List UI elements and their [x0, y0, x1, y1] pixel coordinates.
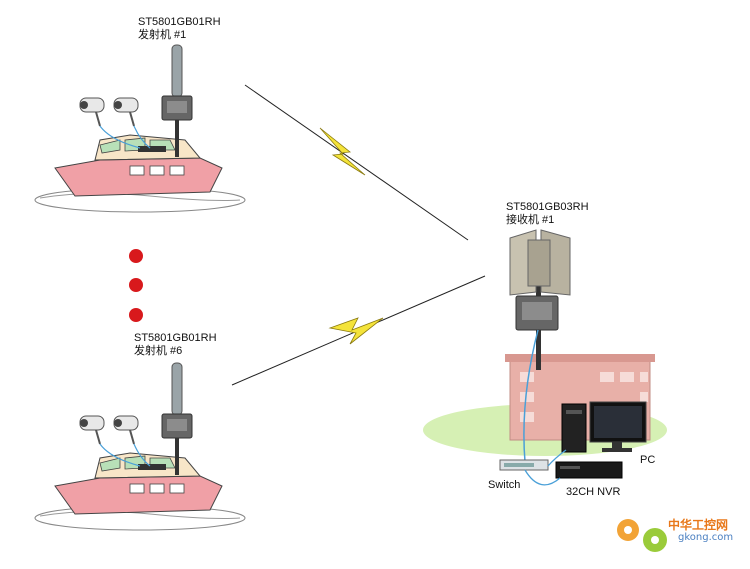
wireless-link-6 [231, 275, 486, 386]
nvr-label: 32CH NVR [566, 486, 621, 498]
transmitter-1-model: ST5801GB01RH [138, 16, 221, 28]
pc-label: PC [640, 454, 656, 466]
ellipsis-dot [129, 249, 143, 263]
transmitter-6-model: ST5801GB01RH [134, 332, 217, 344]
ellipsis-dot [129, 308, 143, 322]
receiver-1-name: 接收机 #1 [506, 214, 555, 226]
wireless-link-1 [244, 84, 469, 241]
boat-transmitter-1 [34, 44, 246, 213]
ellipsis-dot [129, 278, 143, 292]
watermark-url: gkong.com [678, 532, 734, 543]
receiver-1-model: ST5801GB03RH [506, 201, 589, 213]
watermark-title: 中华工控网 [668, 518, 729, 532]
receiver-site [423, 229, 667, 486]
transmitter-6-name: 发射机 #6 [134, 345, 183, 357]
transmitter-1-name: 发射机 #1 [138, 29, 187, 41]
boat-transmitter-6 [34, 362, 246, 531]
switch-label: Switch [488, 479, 521, 491]
gear-logo-icon [617, 519, 667, 552]
